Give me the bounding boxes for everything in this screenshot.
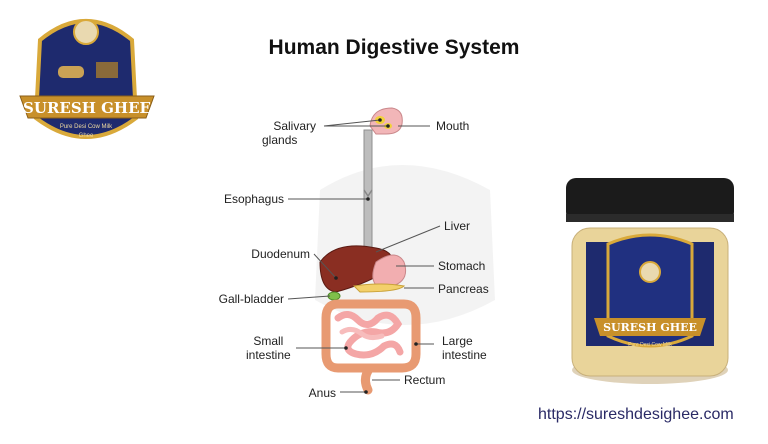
label-rectum: Rectum [404, 373, 446, 387]
label-large-intestine-line1: Large [442, 334, 473, 348]
label-gall-bladder: Gall-bladder [218, 292, 284, 306]
leader-dots [334, 118, 418, 394]
label-large-intestine: Large intestine [442, 334, 487, 362]
jar-brand-name: SURESH GHEE [603, 321, 697, 334]
label-stomach: Stomach [438, 259, 486, 273]
label-duodenum: Duodenum [251, 247, 310, 261]
label-mouth: Mouth [436, 119, 470, 133]
leader-lines [287, 119, 441, 393]
label-small-intestine: Small intestine [246, 334, 291, 362]
jar-tagline: Pure Desi Cow Milk [628, 342, 672, 348]
label-small-intestine-line1: Small [253, 334, 284, 348]
label-salivary-glands-line2: glands [262, 133, 298, 147]
brand-logo: SURESH GHEE Pure Desi Cow Milk Ghee [19, 19, 155, 139]
ghee-jar: SURESH GHEE Pure Desi Cow Milk [566, 178, 734, 384]
label-anus: Anus [308, 386, 336, 400]
label-liver: Liver [444, 219, 471, 233]
page-title: Human Digestive System [268, 36, 520, 59]
brand-tagline: Pure Desi Cow Milk [60, 124, 113, 130]
brand-product: Ghee [79, 133, 94, 139]
label-salivary-glands-line1: Salivary [273, 119, 316, 133]
label-pancreas: Pancreas [438, 282, 489, 296]
label-salivary-glands: Salivary glands [262, 119, 316, 147]
brand-name: SURESH GHEE [23, 99, 151, 117]
label-esophagus: Esophagus [223, 192, 284, 206]
digestive-illustration [319, 107, 421, 395]
website-link[interactable]: https://sureshdesighee.com [538, 406, 734, 423]
label-small-intestine-line2: intestine [246, 348, 291, 362]
label-large-intestine-line2: intestine [442, 348, 487, 362]
